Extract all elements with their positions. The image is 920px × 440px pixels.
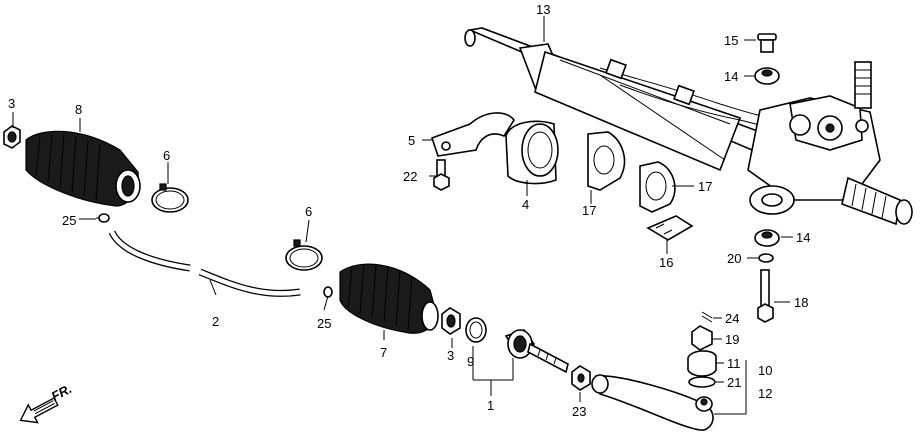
clamp-6-upper [151,183,189,213]
label-3-middle: 3 [447,348,454,363]
label-19: 19 [725,332,739,347]
label-23: 23 [572,404,586,419]
boot-7 [339,263,439,334]
label-15: 15 [724,33,738,48]
grommet-14-upper [754,67,780,85]
label-6-upper: 6 [163,148,170,163]
steering-rack-assembly [464,27,913,226]
bolt-18 [757,269,774,323]
castle-nut-19 [691,325,713,351]
label-1: 1 [487,398,494,413]
nut-23 [571,365,591,391]
nut-3-middle [441,307,461,335]
label-25-upper: 25 [62,213,76,228]
label-17-left: 17 [582,203,596,218]
label-2: 2 [212,314,219,329]
boot-8 [25,130,141,207]
callout-labels: 3 8 6 25 2 6 25 7 3 9 1 23 5 22 4 17 17 … [8,2,810,419]
label-11: 11 [727,356,741,371]
label-10: 10 [758,363,772,378]
label-17-right: 17 [698,179,712,194]
washer-9 [465,317,487,343]
bracket-5 [430,112,515,157]
label-12: 12 [758,386,772,401]
bushing-4 [505,120,559,185]
nut-3-left [3,125,21,149]
tube-2 [108,230,301,297]
label-14-upper: 14 [724,69,738,84]
label-18: 18 [794,295,808,310]
label-24: 24 [725,311,739,326]
boot-11 [687,350,717,377]
grommet-14-lower [754,229,780,247]
label-22: 22 [403,169,417,184]
cap-15 [757,33,777,53]
label-14-lower: 14 [796,230,810,245]
tie-rod-end [591,374,714,431]
washer-20 [758,253,774,263]
clip-16 [646,215,694,241]
tie-rod-1 [504,329,569,374]
label-4: 4 [522,197,529,212]
label-25-lower: 25 [317,316,331,331]
clip-25-upper [96,213,110,223]
label-6-lower: 6 [305,204,312,219]
leader-lines [12,16,793,415]
label-3-left: 3 [8,96,15,111]
bracket-17-right [639,161,676,213]
label-20: 20 [727,251,741,266]
cotter-pin-24 [701,311,713,323]
label-16: 16 [659,255,673,270]
bolt-22 [433,159,450,191]
clamp-6-lower [285,239,323,271]
bracket-17-left [587,131,626,191]
front-direction-marker: FR. [19,381,74,424]
label-21: 21 [727,375,741,390]
clip-25-lower [323,286,333,298]
label-9: 9 [467,354,474,369]
label-13: 13 [536,2,550,17]
clip-21 [688,376,716,388]
label-5: 5 [408,133,415,148]
label-8: 8 [75,102,82,117]
label-7: 7 [380,345,387,360]
